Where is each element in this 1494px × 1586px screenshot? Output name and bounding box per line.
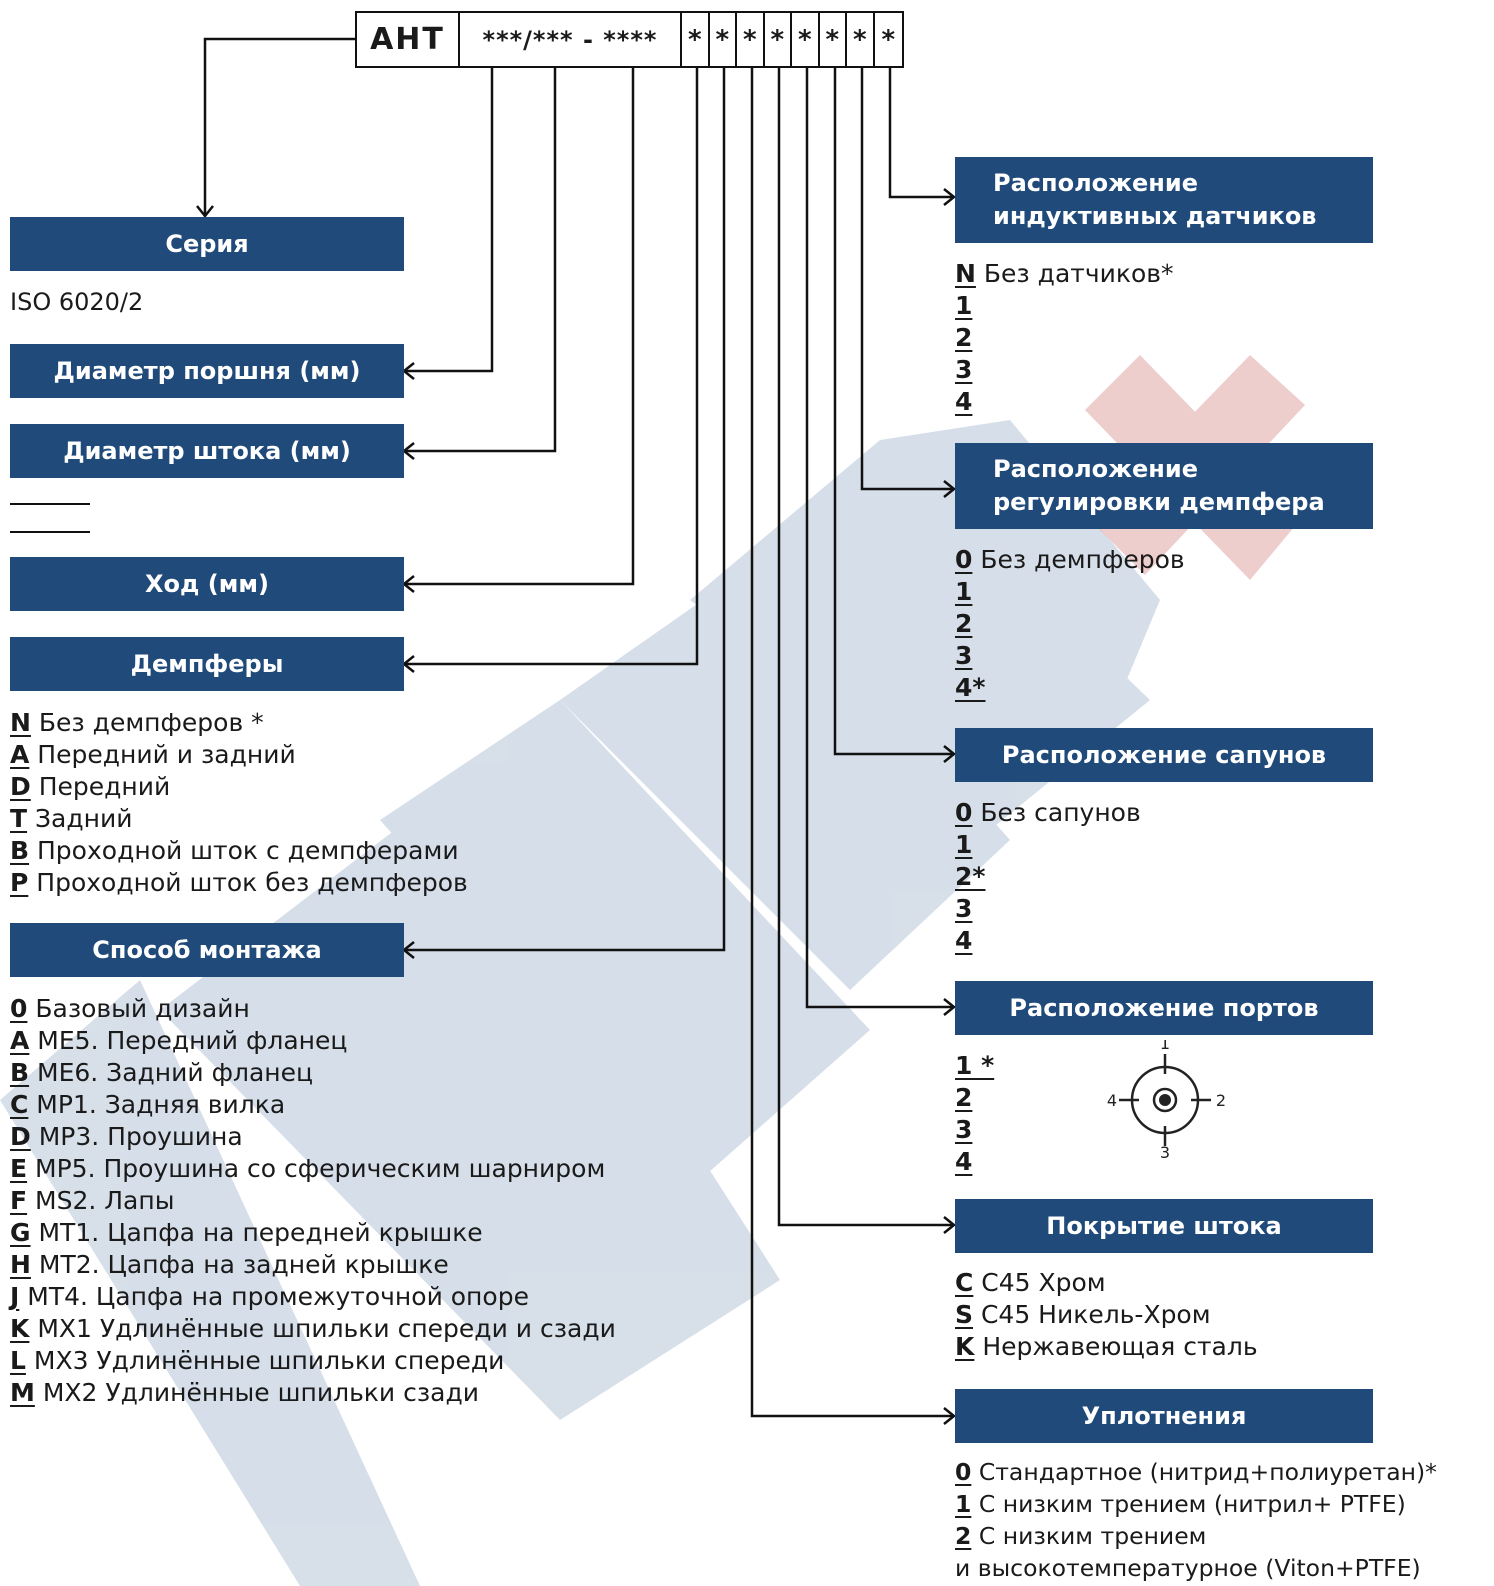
mounting-header: Способ монтажа [10,923,404,977]
list-item: G MT1. Цапфа на передней крышке [10,1218,483,1247]
list-item: D Передний [10,772,171,801]
list-item: 2* [955,862,986,891]
rod-coating-header: Покрытие штока [955,1199,1373,1253]
breathers-options: 0 Без сапунов 1 2* 3 4 [955,797,1141,957]
list-item: N Без датчиков* [955,259,1174,288]
list-item: N Без демпферов * [10,708,264,737]
list-item: K Нержавеющая сталь [955,1332,1258,1361]
code-series: АНТ [357,13,460,66]
piston-diameter-header: Диаметр поршня (мм) [10,344,404,398]
list-item: P Проходной шток без демпферов [10,868,468,897]
list-item: и высокотемпературное (Viton+PTFE) [955,1554,1421,1582]
list-item: 0 Без демпферов [955,545,1185,574]
port-label-bottom: 3 [1160,1143,1170,1160]
sensors-header-line2: индуктивных датчиков [993,202,1317,230]
seals-header: Уплотнения [955,1389,1373,1443]
model-code: АНТ ***/*** - **** * * * * * * * * [355,11,904,68]
list-item: 1 * [955,1051,995,1080]
blank-line [10,531,90,533]
port-label-right: 2 [1216,1091,1226,1110]
code-pattern: ***/*** - **** [460,13,682,66]
list-item: S C45 Никель-Хром [955,1300,1211,1329]
list-item: 0 Без сапунов [955,798,1141,827]
damper-adjust-header-line1: Расположение [993,455,1198,483]
list-item: A Передний и задний [10,740,296,769]
code-slot: * [820,13,847,66]
breathers-header: Расположение сапунов [955,728,1373,782]
list-item: 2 [955,609,973,638]
code-slot: * [792,13,820,66]
list-item: B ME6. Задний фланец [10,1058,314,1087]
code-slot: * [847,13,875,66]
list-item: C MP1. Задняя вилка [10,1090,286,1119]
port-label-top: 1 [1160,1040,1170,1053]
sensors-header-line1: Расположение [993,169,1198,197]
series-header: Серия [10,217,404,271]
list-item: D MP3. Проушина [10,1122,243,1151]
list-item: 4 [955,926,973,955]
list-item: 2 С низким трением [955,1522,1207,1550]
list-item: J MT4. Цапфа на промежуточной опоре [10,1282,529,1311]
list-item: 2 [955,323,973,352]
list-item: 3 [955,355,973,384]
series-value: ISO 6020/2 [10,288,144,316]
sensors-header: Расположение индуктивных датчиков [955,157,1373,243]
code-slot: * [710,13,737,66]
list-item: 1 [955,830,973,859]
list-item: 4 [955,1147,973,1176]
list-item: E MP5. Проушина со сферическим шарниром [10,1154,606,1183]
code-slot: * [682,13,710,66]
damper-adjust-options: 0 Без демпферов 1 2 3 4* [955,544,1185,704]
list-item: 4 [955,387,973,416]
list-item: 0 Стандартное (нитрид+полиуретан)* [955,1458,1437,1486]
list-item: 4* [955,673,986,702]
list-item: L MX3 Удлинённые шпильки спереди [10,1346,505,1375]
mounting-options: 0 Базовый дизайн A ME5. Передний фланец … [10,993,616,1409]
port-label-left: 4 [1107,1091,1117,1110]
list-item: 0 Базовый дизайн [10,994,250,1023]
port-position-diagram: 1 2 3 4 [1107,1040,1226,1160]
blank-line [10,503,90,505]
list-item: 1 [955,291,973,320]
stroke-header: Ход (мм) [10,557,404,611]
sensors-options: N Без датчиков* 1 2 3 4 [955,258,1173,418]
list-item: B Проходной шток с демпферами [10,836,459,865]
code-slot: * [881,24,896,55]
list-item: 3 [955,1115,973,1144]
list-item: M MX2 Удлинённые шпильки сзади [10,1378,479,1407]
list-item: 3 [955,641,973,670]
list-item: F MS2. Лапы [10,1186,175,1215]
list-item: H MT2. Цапфа на задней крышке [10,1250,449,1279]
dampers-options: N Без демпферов * A Передний и задний D … [10,707,468,899]
rod-diameter-header: Диаметр штока (мм) [10,424,404,478]
rod-coating-options: C C45 Хром S C45 Никель-Хром K Нержавеющ… [955,1267,1258,1363]
code-slot: * [737,13,765,66]
damper-adjust-header-line2: регулировки демпфера [993,488,1325,516]
list-item: 3 [955,894,973,923]
dampers-header: Демпферы [10,637,404,691]
seals-options: 0 Стандартное (нитрид+полиуретан)* 1 С н… [955,1456,1437,1584]
list-item: 2 [955,1083,973,1112]
list-item: A ME5. Передний фланец [10,1026,348,1055]
list-item: T Задний [10,804,133,833]
ports-options: 1 * 2 3 4 [955,1050,994,1178]
list-item: C C45 Хром [955,1268,1106,1297]
list-item: K MX1 Удлинённые шпильки спереди и сзади [10,1314,616,1343]
code-slot: * [765,13,792,66]
list-item: 1 С низким трением (нитрил+ PTFE) [955,1490,1406,1518]
ports-header: Расположение портов [955,981,1373,1035]
list-item: 1 [955,577,973,606]
damper-adjust-header: Расположение регулировки демпфера [955,443,1373,529]
